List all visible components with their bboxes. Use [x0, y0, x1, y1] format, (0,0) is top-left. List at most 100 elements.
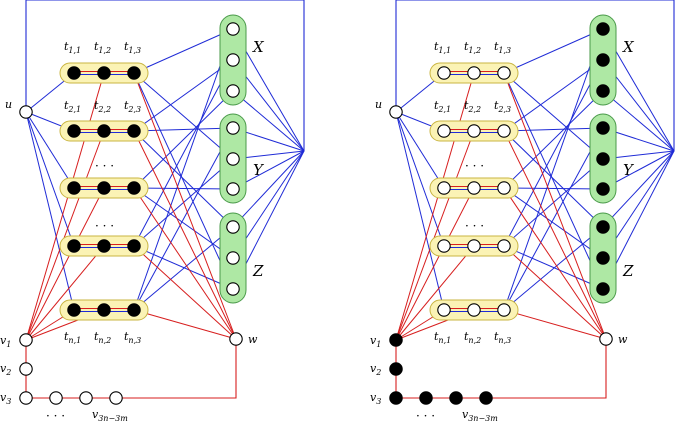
node-v2 [389, 362, 403, 376]
row-ellipsis-1-main: · · · [95, 159, 114, 173]
triple-node-3-3 [127, 181, 141, 195]
label-t-n-2-main: t [464, 330, 469, 343]
label-t-1-2-main: t [94, 40, 99, 53]
edge-triple-set [503, 127, 604, 311]
edge-u-triple-5 [395, 111, 445, 311]
edge-v1-triple [25, 72, 105, 341]
triple-node-3-2 [97, 181, 111, 195]
set-element-node-4 [226, 121, 240, 135]
edge-u-triple-4 [25, 111, 75, 247]
label-set-y: Y [253, 161, 265, 179]
triple-node-2-3 [497, 124, 511, 138]
edge-u-triple-5 [25, 111, 75, 311]
label-t-2-1: t2,1 [434, 99, 451, 114]
triple-node-2-2 [467, 124, 481, 138]
label-t-2-2: t2,2 [464, 99, 481, 114]
row-ellipsis-2-main: · · · [465, 219, 484, 233]
label-t-2-1-sub: 2,1 [67, 105, 81, 114]
edge-triple-set [133, 72, 234, 290]
edge-triple-w [133, 130, 237, 340]
triple-node-2-2 [97, 124, 111, 138]
label-t-1-2-sub: 1,2 [98, 46, 111, 55]
label-t-n-1-main: t [434, 330, 439, 343]
edge-v1-triple [25, 130, 105, 341]
label-t-2-3-sub: 2,3 [497, 105, 511, 114]
label-set-z: Z [622, 262, 634, 280]
path-ellipsis-main: · · · [46, 409, 65, 423]
label-set-z-main: Z [622, 262, 634, 280]
edge-triple-set [503, 72, 604, 290]
label-v2-main: v [0, 362, 7, 375]
label-t-1-3: t1,3 [494, 40, 511, 55]
label-v2: v2 [370, 362, 381, 377]
label-set-y-main: Y [253, 161, 265, 179]
triple-node-2-3 [127, 124, 141, 138]
label-t-1-1-main: t [434, 40, 439, 53]
label-t-n-3-main: t [124, 330, 129, 343]
label-u-main: u [375, 98, 382, 111]
set-element-node-6 [226, 182, 240, 196]
edge-triple-set [133, 28, 234, 311]
label-t-1-3-sub: 1,3 [498, 46, 511, 55]
triple-node-3-2 [467, 181, 481, 195]
edge-triple-set [503, 59, 604, 132]
path-node-5 [449, 391, 463, 405]
triple-node-1-2 [97, 66, 111, 80]
label-t-n-1: tn,1 [64, 330, 81, 345]
row-ellipsis-2: · · · [465, 219, 484, 233]
label-t-1-3-main: t [124, 40, 129, 53]
edge-triple-set [503, 130, 604, 228]
label-set-y-main: Y [623, 161, 635, 179]
edge-triple-set [503, 127, 604, 132]
path-node-4 [419, 391, 433, 405]
label-t-n-2-main: t [94, 330, 99, 343]
label-t-2-3: t2,3 [494, 99, 511, 114]
triple-node-5-3 [127, 303, 141, 317]
node-u [389, 105, 403, 119]
triple-node-3-3 [497, 181, 511, 195]
frame-edge [25, 0, 305, 151]
label-t-2-1-main: t [64, 99, 69, 112]
edge-triple-set [133, 226, 234, 311]
edge-triple-w [503, 245, 607, 340]
label-v3-sub: 3 [6, 397, 11, 406]
path-bottom [396, 339, 607, 399]
set-element-node-2 [226, 53, 240, 67]
row-ellipsis-2-main: · · · [95, 219, 114, 233]
edge-set-point [602, 150, 675, 228]
edge-v1-triple [25, 187, 105, 341]
edge-triple-set [133, 245, 234, 290]
label-t-n-1-sub: n,1 [438, 336, 451, 345]
label-u-main: u [5, 98, 12, 111]
label-v3-sub: 3 [376, 397, 381, 406]
edge-triple-set [503, 187, 604, 190]
triple-node-1-3 [497, 66, 511, 80]
set-element-node-2 [596, 53, 610, 67]
triple-node-4-2 [467, 239, 481, 253]
label-w-main: w [248, 333, 258, 346]
label-t-2-1-main: t [434, 99, 439, 112]
label-t-1-1-main: t [64, 40, 69, 53]
label-t-n-2: tn,2 [94, 330, 111, 345]
node-v3 [389, 391, 403, 405]
edge-triple-set [503, 59, 604, 247]
row-ellipsis-1-main: · · · [465, 159, 484, 173]
label-vlast: v3n−3m [462, 408, 498, 423]
label-t-1-3: t1,3 [124, 40, 141, 55]
triple-node-4-1 [437, 239, 451, 253]
set-element-node-1 [596, 22, 610, 36]
edge-triple-set [503, 226, 604, 311]
label-t-n-3: tn,3 [494, 330, 511, 345]
node-v1 [19, 333, 33, 347]
label-t-2-2-main: t [464, 99, 469, 112]
label-t-1-2-sub: 1,2 [468, 46, 481, 55]
label-t-1-1: t1,1 [434, 40, 451, 55]
node-v3 [19, 391, 33, 405]
label-t-1-2-main: t [464, 40, 469, 53]
label-v1-main: v [370, 334, 377, 347]
label-v3-main: v [0, 391, 7, 404]
label-t-1-3-sub: 1,3 [128, 46, 141, 55]
row-ellipsis-2: · · · [95, 219, 114, 233]
edge-triple-set [503, 28, 604, 74]
